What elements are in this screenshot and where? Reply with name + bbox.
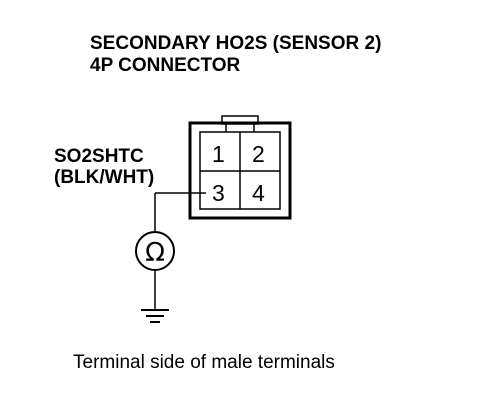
ohmmeter-icon: Ω bbox=[135, 231, 175, 271]
probe-wire bbox=[154, 192, 206, 310]
wire-name-label: SO2SHTC bbox=[54, 146, 144, 167]
title-line-2: 4P CONNECTOR bbox=[90, 55, 241, 76]
terminal-1-label: 1 bbox=[212, 141, 225, 167]
terminal-4-label: 4 bbox=[252, 180, 265, 206]
connector-housing bbox=[188, 115, 292, 220]
terminal-2-label: 2 bbox=[252, 141, 265, 167]
wire-color-label: (BLK/WHT) bbox=[54, 167, 154, 188]
ohm-symbol: Ω bbox=[145, 238, 165, 268]
caption: Terminal side of male terminals bbox=[73, 352, 335, 373]
title-line-1: SECONDARY HO2S (SENSOR 2) bbox=[90, 33, 381, 54]
terminal-3-label: 3 bbox=[212, 180, 225, 206]
ground-icon bbox=[141, 309, 169, 323]
